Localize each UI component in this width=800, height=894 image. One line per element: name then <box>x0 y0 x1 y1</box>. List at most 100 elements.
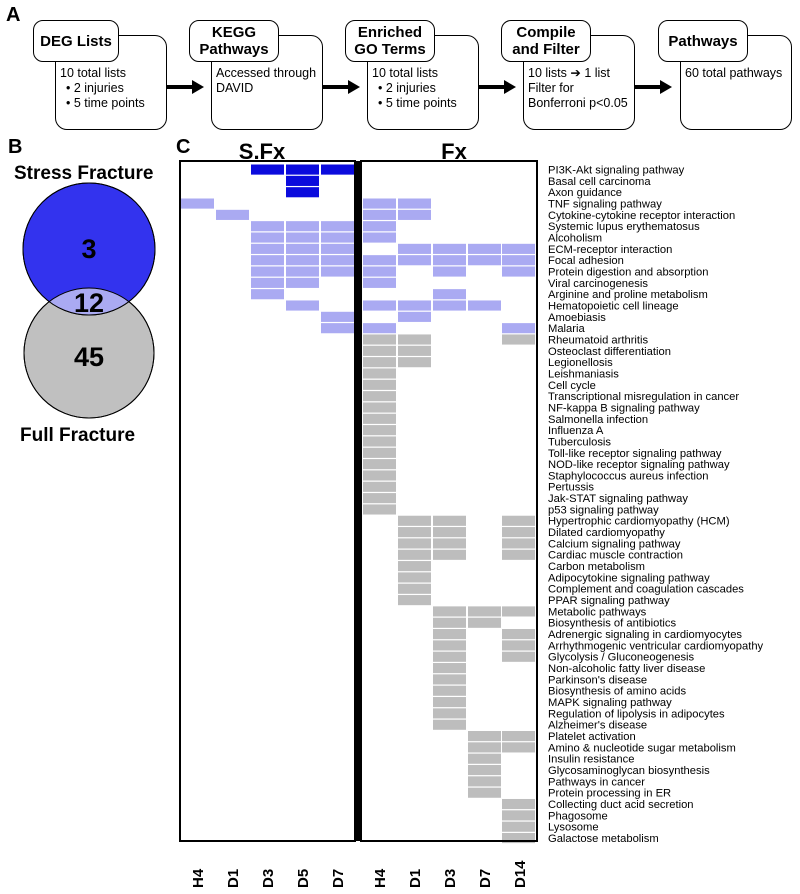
pathway-label: ECM-receptor interaction <box>548 244 672 256</box>
heatmap-cell-fx <box>502 810 535 821</box>
heatmap-cell-fx <box>398 538 431 549</box>
pathway-label: Influenza A <box>548 425 604 437</box>
heatmap-cell-fx <box>363 357 396 368</box>
pathway-label: Metabolic pathways <box>548 606 647 618</box>
pathway-label: Hematopoietic cell lineage <box>548 300 679 312</box>
pathway-label: PPAR signaling pathway <box>548 595 670 607</box>
pathway-label: Cytokine-cytokine receptor interaction <box>548 210 735 222</box>
heatmap-cell-fx <box>502 651 535 662</box>
heatmap-cell-fx <box>502 538 535 549</box>
heatmap-cell-fx <box>468 753 501 764</box>
pathway-label: p53 signaling pathway <box>548 504 659 516</box>
pathway-label: Regulation of lipolysis in adipocytes <box>548 708 725 720</box>
pathway-label: Insulin resistance <box>548 754 634 766</box>
venn-top-outline <box>22 182 156 316</box>
heatmap-cell-fx <box>468 742 501 753</box>
heatmap-cell-fx <box>502 731 535 742</box>
heatmap-cell-fx <box>502 527 535 538</box>
pathway-label: PI3K-Akt signaling pathway <box>548 165 685 177</box>
pathway-label: Protein processing in ER <box>548 788 671 800</box>
column-label-fx: H4 <box>372 868 389 888</box>
heatmap-cell-fx <box>398 549 431 560</box>
workflow-step-details: 60 total pathways <box>685 66 782 81</box>
workflow-detail-line: Filter for <box>528 81 574 95</box>
pathway-label: NF-kappa B signaling pathway <box>548 402 700 414</box>
heatmap-cell-fx <box>398 572 431 583</box>
heatmap-cell-fx <box>468 243 501 254</box>
pathway-label: TNF signaling pathway <box>548 198 662 210</box>
heatmap-cell-fx <box>363 504 396 515</box>
column-label-sfx: D5 <box>295 869 312 888</box>
heatmap-cell-fx <box>363 379 396 390</box>
heatmap-cell-fx <box>363 221 396 232</box>
heatmap-cell-fx <box>433 606 466 617</box>
heatmap-cell-sfx <box>251 277 284 288</box>
workflow-detail-line: 10 total lists <box>372 66 439 80</box>
pathway-label: Platelet activation <box>548 731 636 743</box>
heatmap-cell-fx <box>398 255 431 266</box>
heatmap-cell-fx <box>502 629 535 640</box>
heatmap-cell-fx <box>433 243 466 254</box>
heatmap-cell-sfx <box>181 198 214 209</box>
column-label-sfx: D7 <box>330 869 347 888</box>
heatmap-cell-fx <box>363 209 396 220</box>
panel-a-label: A <box>6 4 21 26</box>
heatmap-cell-sfx <box>321 323 354 334</box>
heatmap-cell-fx <box>398 345 431 356</box>
column-label-fx: D14 <box>512 860 529 888</box>
heatmap-cell-fx <box>363 334 396 345</box>
heatmap-cell-fx <box>502 606 535 617</box>
heatmap-cell-fx <box>502 255 535 266</box>
pathway-label: Osteoclast differentiation <box>548 346 671 358</box>
pathway-label: Pertussis <box>548 482 594 494</box>
venn-top-count: 3 <box>81 234 96 264</box>
heatmap-cell-fx <box>433 289 466 300</box>
heatmap-cell-fx <box>502 640 535 651</box>
pathway-label: Glycolysis / Gluconeogenesis <box>548 652 695 664</box>
pathway-label: Biosynthesis of antibiotics <box>548 618 677 630</box>
column-label-fx: D3 <box>442 869 459 888</box>
heatmap-cell-sfx <box>286 266 319 277</box>
pathway-label: NOD-like receptor signaling pathway <box>548 459 730 471</box>
pathway-label: Glycosaminoglycan biosynthesis <box>548 765 710 777</box>
pathway-label: Tuberculosis <box>548 436 611 448</box>
column-label-fx: D7 <box>477 869 494 888</box>
pathway-label: Salmonella infection <box>548 414 648 426</box>
pathway-label: Staphylococcus aureus infection <box>548 470 708 482</box>
pathway-label: Focal adhesion <box>548 255 624 267</box>
heatmap-cell-sfx <box>321 232 354 243</box>
workflow-arrowhead <box>660 80 672 94</box>
heatmap-cell-fx <box>433 697 466 708</box>
heatmap-cell-fx <box>433 674 466 685</box>
workflow-detail-bullet: • 5 time points <box>378 96 457 110</box>
heatmap-cell-fx <box>363 459 396 470</box>
heatmap-cell-fx <box>502 742 535 753</box>
heatmap-cell-sfx <box>321 266 354 277</box>
panel-b-label: B <box>8 136 23 158</box>
heatmap-cell-fx <box>468 606 501 617</box>
heatmap-cell-fx <box>398 243 431 254</box>
workflow-step-title: Pathways <box>658 20 748 62</box>
workflow-detail-line: Bonferroni p<0.05 <box>528 96 628 110</box>
heatmap-cell-fx <box>363 277 396 288</box>
venn-bottom-title: Full Fracture <box>20 425 136 446</box>
heatmap-cell-sfx <box>216 209 249 220</box>
column-label-sfx: H4 <box>190 868 207 888</box>
column-label-sfx: D3 <box>260 869 277 888</box>
pathway-label: Arrhythmogenic ventricular cardiomyopath… <box>548 640 764 652</box>
heatmap-cell-fx <box>363 345 396 356</box>
heatmap-cell-sfx <box>251 232 284 243</box>
heatmap-cell-fx <box>433 527 466 538</box>
pathway-label: Axon guidance <box>548 187 622 199</box>
heatmap-cell-sfx <box>251 289 284 300</box>
heatmap-cell-sfx <box>286 277 319 288</box>
heatmap-cell-fx <box>398 561 431 572</box>
heatmap-cell-fx <box>502 323 535 334</box>
pathway-label: Jak-STAT signaling pathway <box>548 493 688 505</box>
pathway-label: Viral carcinogenesis <box>548 278 648 290</box>
heatmap-cell-fx <box>363 232 396 243</box>
heatmap-cell-fx <box>468 764 501 776</box>
heatmap-cell-fx <box>363 391 396 402</box>
pathway-label: Cardiac muscle contraction <box>548 550 683 562</box>
heatmap-cell-fx <box>363 255 396 266</box>
